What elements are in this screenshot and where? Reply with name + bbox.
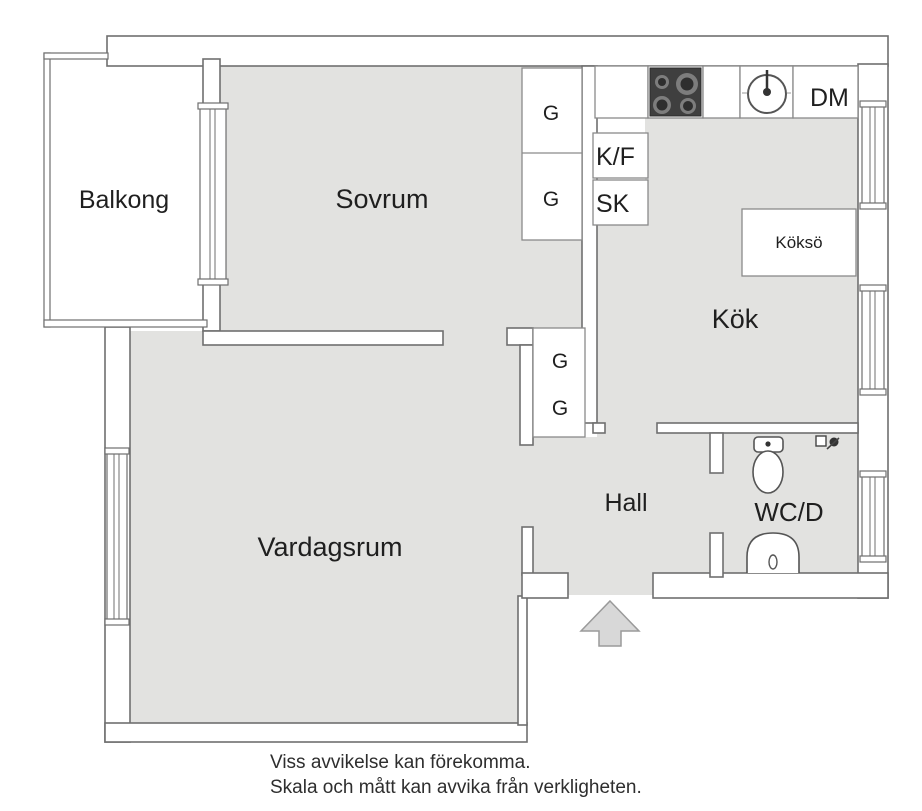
hall-closet: G G bbox=[532, 327, 586, 438]
bedroom-south-wall bbox=[202, 330, 444, 346]
hall-closet-1-label: G bbox=[552, 350, 568, 373]
bathroom-west-wall-upper bbox=[709, 432, 724, 474]
entrance-arrow-icon bbox=[579, 599, 641, 647]
kitchen-island-label: Köksö bbox=[775, 233, 822, 252]
hall-closet-west-wall bbox=[519, 344, 534, 446]
hall-closet-top-wall bbox=[506, 327, 534, 346]
livingroom-floor bbox=[130, 331, 522, 723]
balcony-label: Balkong bbox=[79, 186, 169, 214]
livingroom-label: Vardagsrum bbox=[257, 532, 402, 562]
footer-disclaimer: Viss avvikelse kan förekomma. Skala och … bbox=[270, 752, 642, 798]
livingroom-window bbox=[104, 447, 130, 626]
kitchen-west-wall-foot bbox=[592, 422, 606, 434]
bedroom-label: Sovrum bbox=[335, 184, 428, 214]
kitchen-south-wall bbox=[656, 422, 859, 434]
wardrobe-2-label: G bbox=[543, 188, 559, 211]
bathroom-fixtures bbox=[746, 435, 840, 573]
kitchen-floor-west bbox=[597, 223, 645, 423]
kitchen-label: Kök bbox=[712, 304, 759, 334]
bottom-wall-right bbox=[652, 572, 889, 599]
fridge-freezer-label: K/F bbox=[596, 143, 635, 171]
cabinet-label: SK bbox=[596, 190, 630, 218]
shower-mixer-icon bbox=[815, 435, 840, 450]
bottom-exterior-wall bbox=[104, 722, 528, 743]
fridge-freezer-cell bbox=[592, 132, 649, 179]
dishwasher-cell bbox=[792, 65, 859, 119]
entry-side-exterior-wall bbox=[517, 595, 528, 726]
entrance-recess-floor bbox=[568, 575, 653, 595]
footer-line-2: Skala och mått kan avvika från verklighe… bbox=[270, 777, 642, 798]
wardrobe-1-label: G bbox=[543, 102, 559, 125]
hall-closet-box bbox=[532, 327, 586, 438]
balcony-rail-south bbox=[43, 319, 208, 328]
livingroom-hall-doorway bbox=[522, 445, 533, 527]
kitchen-window-1 bbox=[859, 100, 887, 210]
toilet-icon bbox=[752, 436, 784, 494]
sink-icon bbox=[742, 70, 791, 114]
balcony-rail-west bbox=[43, 52, 51, 328]
cabinet-cell bbox=[592, 179, 649, 226]
washbasin-icon bbox=[746, 532, 800, 573]
bathroom-label: WC/D bbox=[754, 497, 823, 527]
floor-areas bbox=[130, 66, 858, 723]
kitchen-island: Köksö bbox=[741, 208, 857, 277]
hall-floor bbox=[597, 433, 710, 575]
balcony bbox=[43, 52, 229, 328]
room-labels: Balkong Sovrum Kök Vardagsrum Hall WC/D bbox=[79, 184, 824, 562]
bathroom-west-wall-lower bbox=[709, 532, 724, 578]
hall-corridor-floor bbox=[533, 437, 597, 575]
bathroom-window bbox=[859, 470, 887, 563]
livingroom-east-wall bbox=[521, 526, 534, 576]
dishwasher-label: DM bbox=[810, 84, 849, 112]
kitchen-counter: DM bbox=[594, 65, 859, 119]
stove-icon bbox=[649, 67, 702, 117]
counter-cell-1 bbox=[594, 65, 649, 119]
balcony-door-window bbox=[197, 102, 229, 286]
balcony-rail-north bbox=[43, 52, 109, 60]
kitchen-window-2 bbox=[859, 284, 887, 396]
entry-bottom-wall-left bbox=[521, 572, 569, 599]
footer-line-1: Viss avvikelse kan förekomma. bbox=[270, 752, 530, 773]
windows bbox=[104, 100, 887, 626]
hall-closet-2-label: G bbox=[552, 397, 568, 420]
kitchen-island-box bbox=[741, 208, 857, 277]
bedroom-wardrobes: G G bbox=[521, 67, 583, 241]
top-exterior-wall bbox=[106, 35, 889, 67]
counter-cell-2 bbox=[702, 65, 741, 119]
wardrobe-box bbox=[521, 67, 583, 241]
hall-label: Hall bbox=[604, 489, 647, 517]
kitchen-tall-units: K/F SK bbox=[592, 132, 649, 226]
